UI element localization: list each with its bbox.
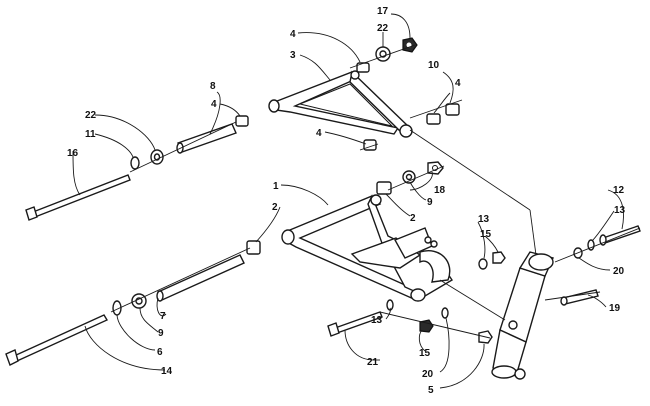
callout-13-mid: 13 [478,214,490,225]
callout-leaders [72,13,624,389]
callout-10: 10 [428,60,440,71]
callout-11: 11 [85,129,96,140]
lower-spacer-tube-7 [156,254,245,302]
callout-4-bottom: 4 [316,128,322,139]
callout-1: 1 [273,181,279,192]
callout-9-left: 9 [158,328,164,339]
callout-15-lower: 15 [419,348,431,359]
callout-18: 18 [434,185,446,196]
callout-2-left: 2 [272,202,278,213]
lower-bushing-2-left [246,240,261,255]
callout-9-right: 9 [427,197,433,208]
callout-7: 7 [160,311,166,322]
callout-15-mid: 15 [480,229,492,240]
upper-bushing-4-right [426,113,441,125]
upper-washer-22 [375,46,391,62]
callout-2-right: 2 [410,213,416,224]
callout-4-right: 4 [455,78,461,89]
callout-6: 6 [157,347,163,358]
lower-bushing-2-right [376,181,392,195]
washer-20-lower [441,307,449,319]
upper-bushing-4-rear [356,62,370,73]
upper-spacer-tube-8 [176,123,237,154]
shock-bolt-12 [599,225,641,246]
callout-16: 16 [67,148,79,159]
upper-washer-11 [130,156,140,170]
callout-13-lower: 13 [371,315,383,326]
callout-20-lower: 20 [422,369,434,380]
callout-4-left: 4 [211,99,217,110]
callout-20-right: 20 [613,266,625,277]
upper-a-arm [268,70,413,138]
shock-washer-13-right [587,239,595,251]
callout-21: 21 [367,357,379,368]
callout-17: 17 [377,6,389,17]
washer-13-mid [478,258,488,270]
shock-absorber [491,251,554,380]
nut-15-lower [419,319,434,333]
callout-19: 19 [609,303,621,314]
callout-13-right: 13 [614,205,626,216]
lower-a-arm [281,194,453,302]
callout-14: 14 [161,366,173,377]
assembly-lines [110,44,641,339]
lower-bolt-14 [5,314,109,366]
callout-8: 8 [210,81,216,92]
callout-12: 12 [613,185,625,196]
upper-spacer-10 [445,103,460,116]
upper-bushing-4-left [235,115,249,127]
callout-22-top: 22 [377,23,389,34]
callout-labels: 17 22 4 3 10 4 8 4 4 22 11 16 1 18 9 2 2… [67,6,626,396]
upper-bolt-16 [25,174,131,221]
callout-4-top: 4 [290,29,296,40]
callout-3: 3 [290,50,296,61]
callout-5: 5 [428,385,434,396]
callout-22-left: 22 [85,110,97,121]
bolt-21 [327,311,383,337]
shock-pin-19 [560,289,599,306]
nut-15-mid [492,251,506,264]
